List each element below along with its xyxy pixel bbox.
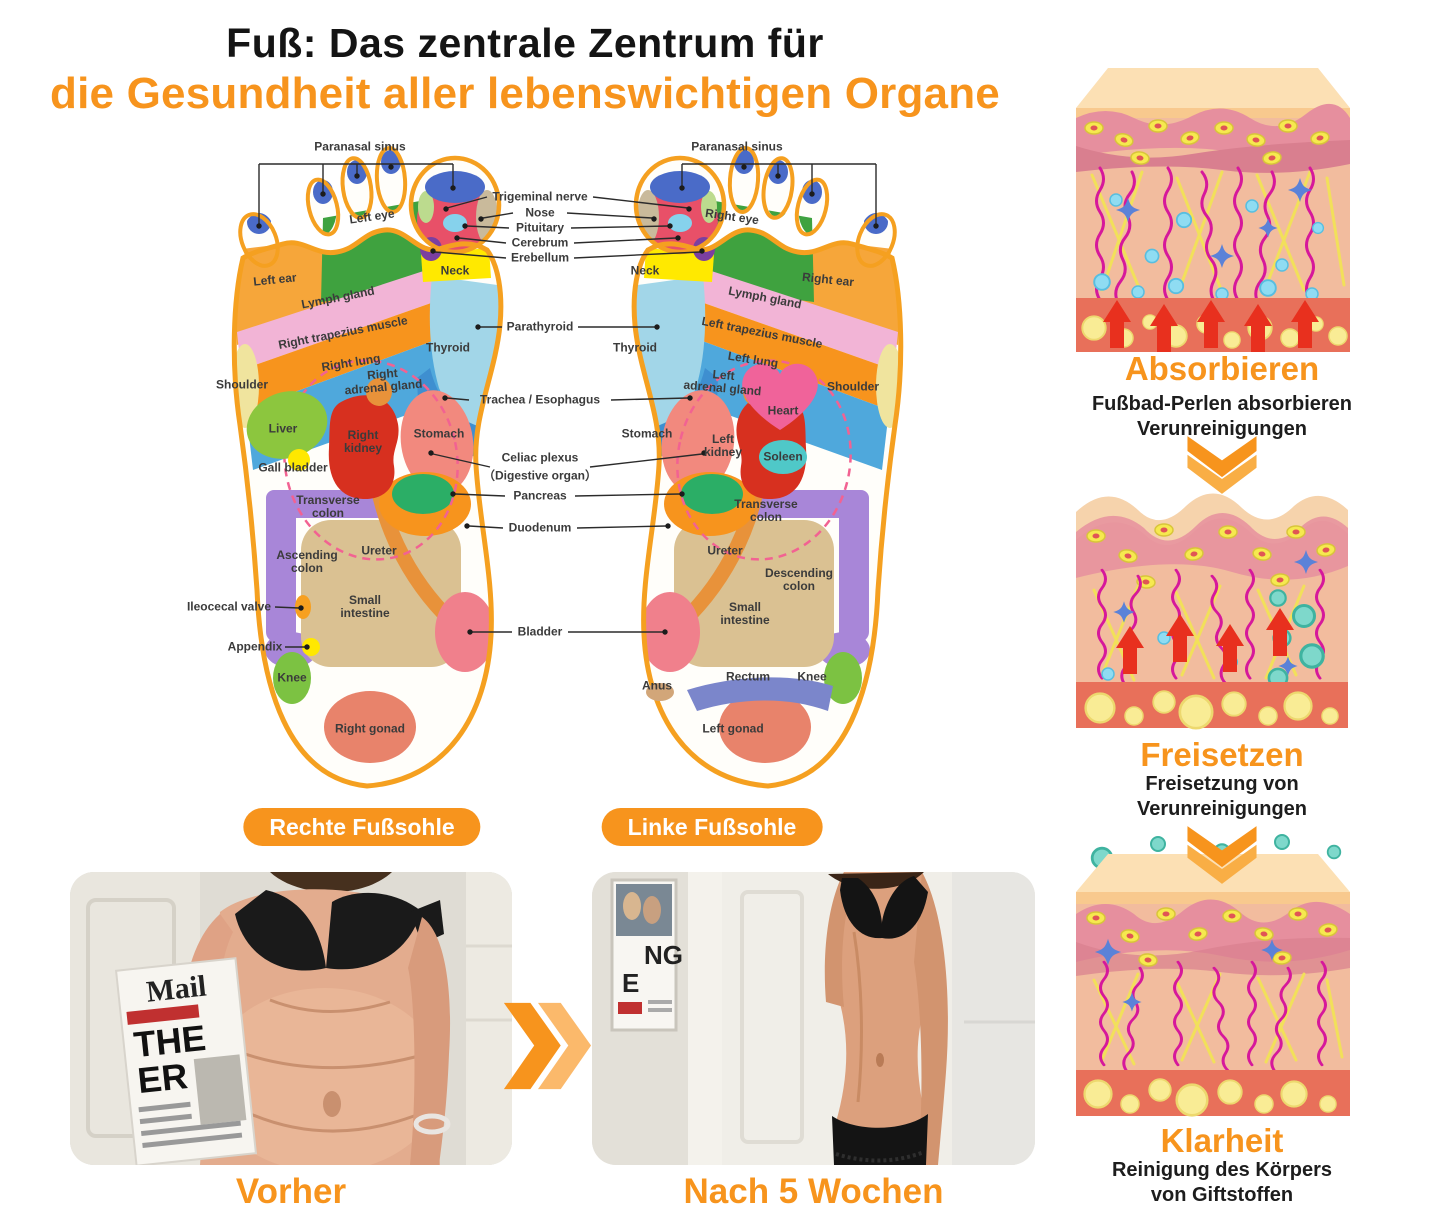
after-caption: Nach 5 Wochen <box>683 1172 944 1211</box>
after-photo: NG E <box>592 872 1035 1165</box>
newspaper-headline2: ER <box>136 1055 190 1101</box>
wall-poster: NG E <box>610 878 683 1032</box>
poster-text2: E <box>622 968 639 998</box>
arrow-right-icon <box>503 1002 592 1090</box>
step3-desc: Reinigung des Körpers von Giftstoffen <box>1111 1159 1333 1206</box>
before-caption: Vorher <box>235 1172 347 1211</box>
step2-title: Freisetzen <box>1140 736 1304 773</box>
step1-title: Absorbieren <box>1124 350 1320 387</box>
newspaper-headline1: THE <box>132 1017 208 1065</box>
step3-title: Klarheit <box>1160 1122 1284 1159</box>
chevron-down-icon <box>1187 436 1257 494</box>
title-line1: Fuß: Das zentrale Zentrum für <box>226 20 824 66</box>
before-photo: Mail THE ER <box>70 872 512 1165</box>
connector-dots <box>256 164 879 650</box>
right-sole-badge: Rechte Fußsohle <box>243 808 481 846</box>
connector-lines <box>258 163 877 648</box>
newspaper-masthead: Mail <box>145 970 208 1009</box>
skin-diagram-release <box>1076 493 1348 730</box>
step1-desc: Fußbad-Perlen absorbieren Verunreinigung… <box>1091 393 1353 440</box>
left-sole-badge: Linke Fußsohle <box>601 808 823 846</box>
step2-desc: Freisetzung von Verunreinigungen <box>1136 773 1308 820</box>
newspaper: Mail THE ER <box>114 957 258 1165</box>
feet-illustration <box>35 130 1025 855</box>
poster-text1: NG <box>644 940 683 970</box>
skin-diagram-absorb <box>1076 68 1350 352</box>
skin-diagram-clear <box>1076 834 1350 1117</box>
chevron-down-icon <box>1187 826 1257 884</box>
page-title: Fuß: Das zentrale Zentrum für die Gesund… <box>20 18 1030 120</box>
title-line2: die Gesundheit aller lebenswichtigen Org… <box>50 69 1000 119</box>
